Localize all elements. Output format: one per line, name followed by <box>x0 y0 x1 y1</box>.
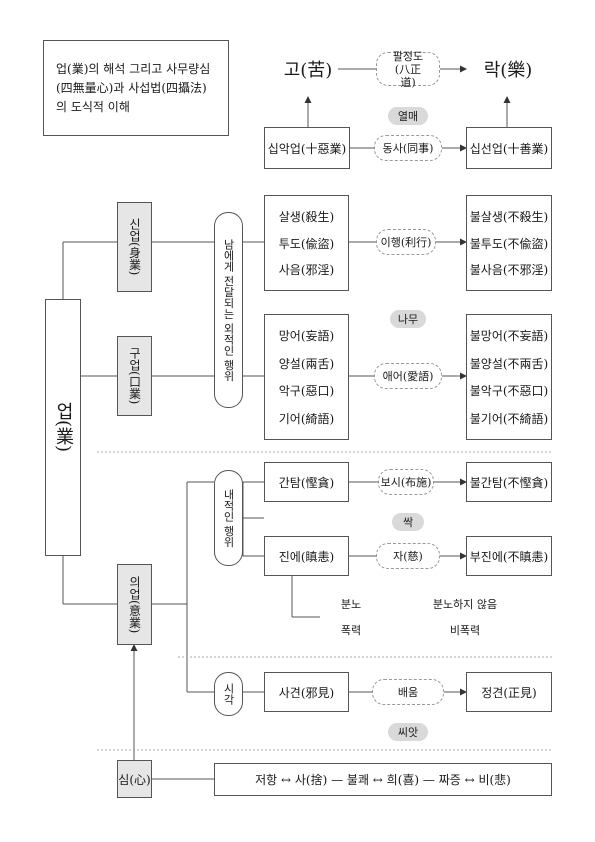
no-anger-sub-list: 분노하지 않음 비폭력 <box>410 596 520 638</box>
speech-evil-item: 양설(兩舌) <box>278 356 335 371</box>
heart-states-box: 저항 ↔ 사(捨) — 불쾌 ↔ 희(喜) — 짜증 ↔ 비(悲) <box>214 763 552 796</box>
anger-sub-list: 분노 폭력 <box>326 596 376 638</box>
wrong-view-box: 사견(邪見) <box>264 672 349 712</box>
suffering-label: 고(苦) <box>283 60 333 81</box>
eightfold-path-label: 팔정도(八正道) <box>392 49 424 89</box>
mind-karma-label: 의업(意業) <box>127 575 142 634</box>
title-box: 업(業)의 해석 그리고 사무량심(四無量心)과 사섭법(四攝法)의 도식적 이… <box>43 40 229 136</box>
body-evil-item: 투도(偸盜) <box>278 236 335 251</box>
sprout-badge: 싹 <box>392 513 424 531</box>
bliss-label: 락(樂) <box>483 60 533 81</box>
tree-badge: 나무 <box>390 310 426 328</box>
body-karma-box: 신업(身業) <box>117 202 152 292</box>
ten-evil-box: 십악업(十惡業) <box>264 127 350 169</box>
no-anger-sub-item: 분노하지 않음 <box>432 598 498 611</box>
loving-speech-pill: 애어(愛語) <box>374 363 442 389</box>
speech-good-item: 불양설(不兩舌) <box>469 356 549 371</box>
speech-good-item: 불악구(不惡口) <box>469 384 549 399</box>
ten-good-box: 십선업(十善業) <box>466 127 552 169</box>
external-action-label: 남에게 전달되는 외적인 행위 <box>222 238 235 382</box>
speech-evil-item: 기어(綺語) <box>278 411 335 426</box>
body-evil-item: 살생(殺生) <box>278 210 335 224</box>
body-evil-box: 살생(殺生) 투도(偸盜) 사음(邪淫) <box>264 195 349 291</box>
learning-pill: 배움 <box>372 679 444 705</box>
speech-evil-item: 망어(妄語) <box>278 329 335 343</box>
mind-karma-box: 의업(意業) <box>117 564 152 645</box>
view-pill: 시각 <box>214 672 243 716</box>
view-label: 시각 <box>222 683 235 705</box>
giving-pill: 보시(布施) <box>378 469 434 495</box>
no-greed-box: 불간탐(不慳貪) <box>466 462 552 502</box>
internal-action-label: 내적인 행위 <box>222 488 235 548</box>
anger-sub-item: 분노 <box>340 598 362 611</box>
anger-box: 진에(瞋恚) <box>264 536 349 576</box>
diagram-title: 업(業)의 해석 그리고 사무량심(四無量心)과 사섭법(四攝法)의 도식적 이… <box>56 61 211 114</box>
external-action-pill: 남에게 전달되는 외적인 행위 <box>214 212 243 408</box>
right-view-box: 정견(正見) <box>466 672 552 712</box>
speech-good-item: 불망어(不妄語) <box>469 329 549 343</box>
beneficial-action-pill: 이행(利行) <box>376 229 436 255</box>
anger-sub-item: 폭력 <box>340 624 362 637</box>
no-anger-sub-item: 비폭력 <box>449 624 481 637</box>
body-good-box: 불살생(不殺生) 불투도(不偸盜) 불사음(不邪淫) <box>466 195 552 291</box>
karma-main-label: 업(業) <box>53 402 74 453</box>
body-karma-label: 신업(身業) <box>127 218 142 276</box>
speech-evil-item: 악구(惡口) <box>278 384 335 399</box>
body-good-item: 불투도(不偸盜) <box>469 236 549 251</box>
body-good-item: 불살생(不殺生) <box>469 210 549 224</box>
karma-main-box: 업(業) <box>45 299 81 556</box>
body-good-item: 불사음(不邪淫) <box>469 263 549 277</box>
heart-box: 심(心) <box>117 760 152 798</box>
greed-box: 간탐(慳貪) <box>264 462 349 502</box>
loving-kindness-pill: 자(慈) <box>376 543 440 569</box>
eightfold-path-pill: 팔정도(八正道) <box>376 49 440 89</box>
speech-good-box: 불망어(不妄語) 불양설(不兩舌) 불악구(不惡口) 불기어(不綺語) <box>466 314 552 440</box>
speech-evil-box: 망어(妄語) 양설(兩舌) 악구(惡口) 기어(綺語) <box>264 314 349 440</box>
speech-good-item: 불기어(不綺語) <box>469 411 549 426</box>
fruit-badge: 열매 <box>388 107 428 125</box>
body-evil-item: 사음(邪淫) <box>278 263 335 277</box>
speech-karma-box: 구업(口業) <box>117 336 152 416</box>
internal-action-pill: 내적인 행위 <box>214 470 243 566</box>
cooperation-pill: 동사(同事) <box>374 135 442 161</box>
seed-badge: 씨앗 <box>388 723 428 741</box>
no-anger-box: 부진에(不瞋恚) <box>466 536 552 576</box>
speech-karma-label: 구업(口業) <box>127 347 142 405</box>
